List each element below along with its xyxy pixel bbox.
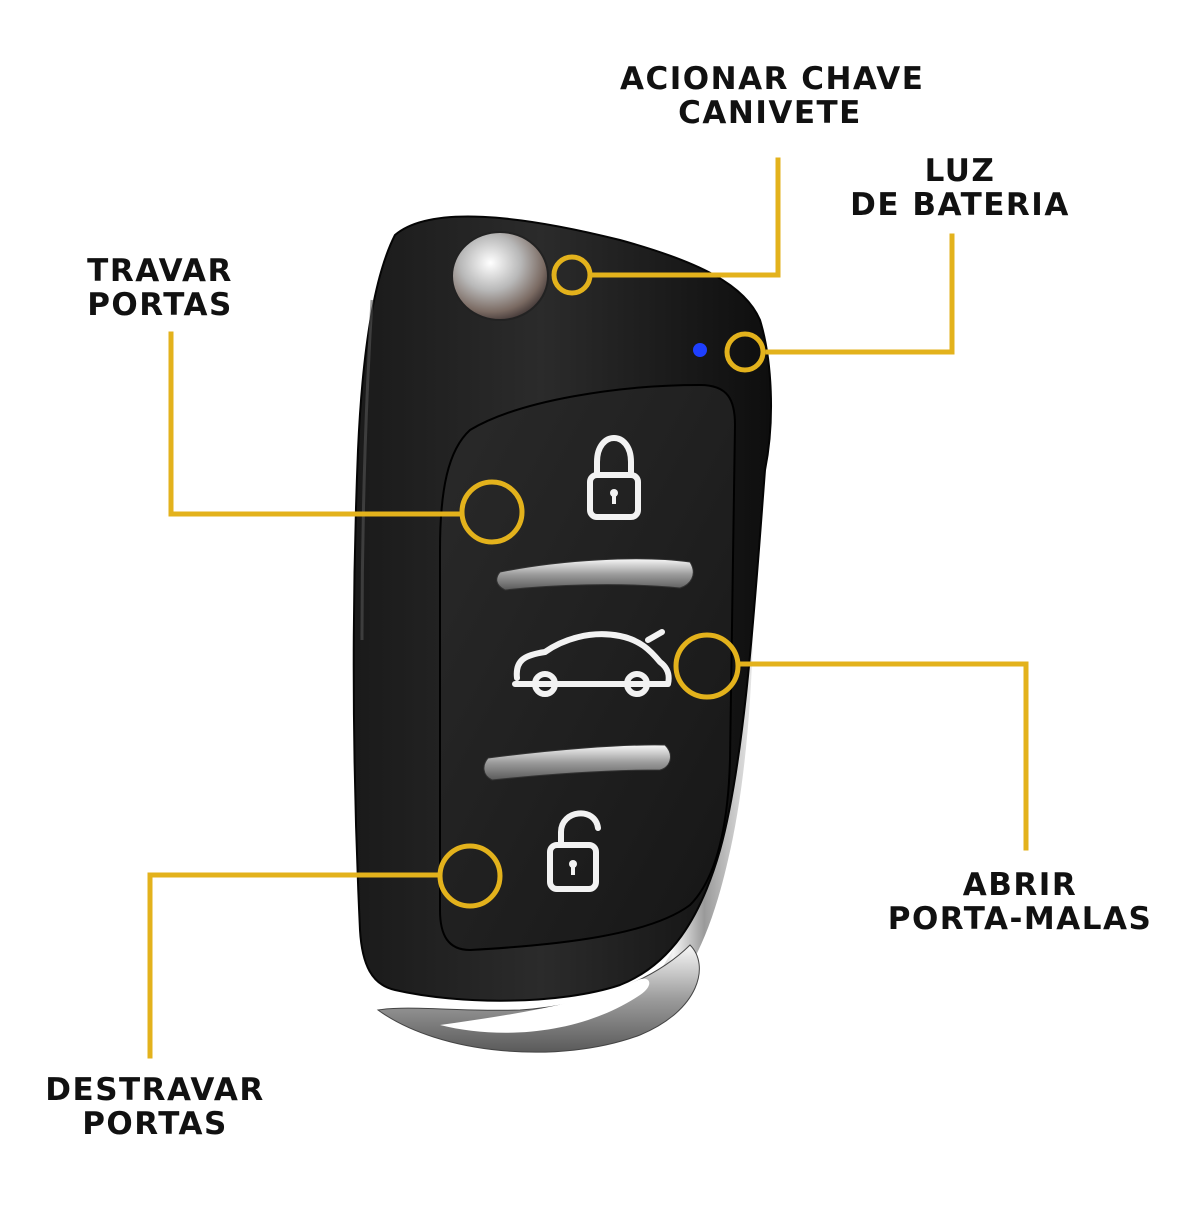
target-ring-unlock	[437, 843, 503, 909]
button-panel	[439, 383, 737, 952]
label-flip-key: ACIONAR CHAVE CANIVETE	[620, 61, 925, 131]
fob-edge-highlight	[360, 299, 374, 641]
target-ring-trunk	[673, 632, 741, 700]
leader-line-unlock	[147, 872, 443, 1059]
leader-line-battery	[765, 233, 955, 355]
blue-led-icon	[693, 343, 707, 357]
padlock-closed-icon[interactable]	[587, 435, 641, 520]
target-ring-lock	[459, 479, 525, 545]
padlock-open-icon[interactable]	[547, 810, 601, 892]
chrome-side-rail	[630, 455, 754, 1020]
chrome-divider-top	[496, 558, 694, 591]
target-ring-flip	[551, 254, 593, 296]
leader-line-flip	[589, 157, 781, 278]
label-lock-doors: TRAVAR PORTAS	[87, 253, 233, 323]
chrome-divider-bottom	[483, 744, 671, 781]
label-battery-light: LUZ DE BATERIA	[850, 153, 1070, 223]
key-ring-slot	[440, 978, 650, 1033]
leader-line-trunk	[737, 661, 1029, 851]
target-ring-battery	[724, 331, 766, 373]
flip-release-knob[interactable]	[451, 231, 549, 321]
car-trunk-icon[interactable]	[512, 629, 672, 697]
label-open-trunk: ABRIR PORTA-MALAS	[887, 867, 1153, 937]
label-unlock-doors: DESTRAVAR PORTAS	[45, 1072, 265, 1142]
leader-line-lock	[168, 331, 465, 517]
